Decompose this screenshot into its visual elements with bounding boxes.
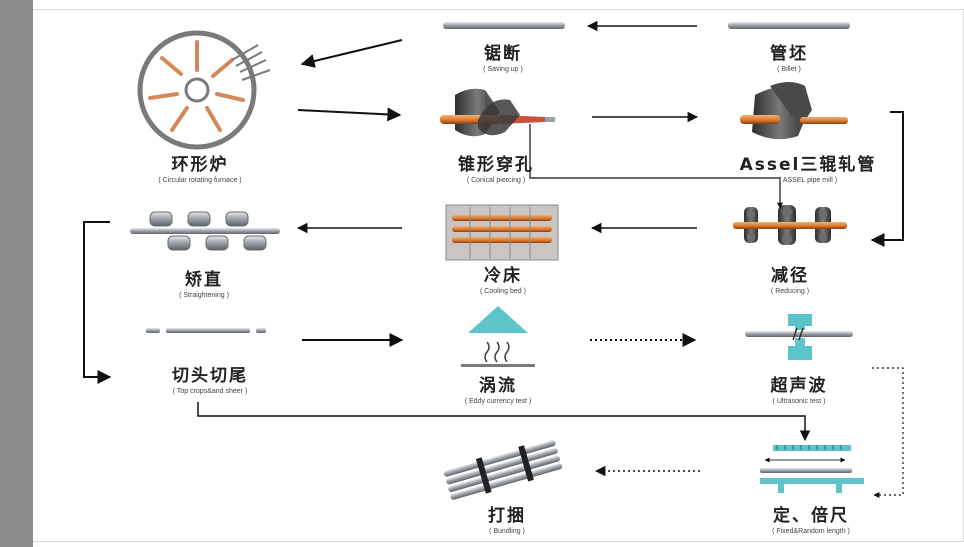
step-piercing-en: ( Conical piercing ) <box>466 177 526 184</box>
step-crop-zh: 切头切尾 <box>172 366 248 386</box>
furnace-image <box>137 30 271 150</box>
step-bundling-en: ( Bundling ) <box>489 528 525 535</box>
step-crop-en: ( Top crops&and sheer ) <box>172 388 248 395</box>
step-billet-en: ( Billet ) <box>777 66 801 73</box>
arrow-piercing-to-reducing <box>529 124 783 209</box>
step-furnace-en: ( Circular rotating furnace ) <box>158 177 242 184</box>
assel-image <box>740 82 848 140</box>
step-straightening: 矫直 ( Straightening ) <box>114 270 294 302</box>
step-sawing-en: ( Saving up ) <box>483 66 523 73</box>
step-assel: Assel三辊轧管 ( ASSEL pipe mill ) <box>708 155 908 187</box>
step-length-en: ( Fixed&Random length ) <box>772 528 850 535</box>
step-furnace-zh: 环形炉 <box>171 155 229 175</box>
cooling-bed-image <box>445 204 559 261</box>
step-ultrasonic-en: ( Ultrasonic test ) <box>772 398 826 405</box>
step-length: 定、倍尺 ( Fixed&Random length ) <box>721 506 901 538</box>
step-assel-zh: Assel三辊轧管 <box>739 155 877 175</box>
step-ultrasonic: 超声波 ( Ultrasonic test ) <box>709 376 889 408</box>
step-straightening-en: ( Straightening ) <box>179 292 229 299</box>
frame-line <box>33 541 964 542</box>
flow-arrows <box>83 20 904 498</box>
arrow-ultrasonic-to-length <box>872 367 904 498</box>
step-eddy-en: ( Eddy currency test ) <box>464 398 532 405</box>
arrow-sawing-to-furnace <box>300 39 403 68</box>
step-cooling: 冷床 ( Cooling bed ) <box>413 266 593 298</box>
step-cooling-en: ( Cooling bed ) <box>480 288 526 295</box>
frame-line <box>33 9 964 10</box>
step-straightening-zh: 矫直 <box>185 270 223 290</box>
step-eddy-zh: 涡流 <box>479 376 517 396</box>
step-assel-en: ( ASSEL pipe mill ) <box>778 177 838 184</box>
arrow-crop-to-length <box>197 402 811 442</box>
step-billet-zh: 管坯 <box>770 44 808 64</box>
left-sidebar <box>0 0 33 547</box>
step-bundling-zh: 打捆 <box>488 506 526 526</box>
piercing-image <box>440 88 555 137</box>
step-furnace: 环形炉 ( Circular rotating furnace ) <box>110 155 290 187</box>
ultrasonic-image <box>745 314 853 360</box>
step-crop: 切头切尾 ( Top crops&and sheer ) <box>120 366 300 398</box>
step-piercing-zh: 锥形穿孔 <box>458 155 534 175</box>
step-sawing: 锯断 ( Saving up ) <box>413 44 593 76</box>
step-cooling-zh: 冷床 <box>484 266 522 286</box>
step-bundling: 打捆 ( Bundling ) <box>417 506 597 538</box>
step-billet: 管坯 ( Billet ) <box>699 44 879 76</box>
step-eddy: 涡流 ( Eddy currency test ) <box>408 376 588 408</box>
straightening-image <box>130 211 280 251</box>
arrow-furnace-to-piercing <box>297 107 402 122</box>
bundling-image <box>443 440 563 500</box>
sawing-image <box>443 22 565 29</box>
reducing-image <box>733 205 847 245</box>
step-ultrasonic-zh: 超声波 <box>770 376 828 396</box>
step-sawing-zh: 锯断 <box>484 44 522 64</box>
step-length-zh: 定、倍尺 <box>773 506 849 526</box>
step-reducing: 减径 ( Reducing ) <box>700 266 880 298</box>
eddy-image <box>461 306 535 367</box>
length-image <box>760 445 864 493</box>
step-reducing-en: ( Reducing ) <box>770 288 810 295</box>
crop-image <box>146 328 266 333</box>
step-reducing-zh: 减径 <box>771 266 809 286</box>
arrow-assel-to-reducing <box>870 111 904 247</box>
arrow-straightening-to-crop <box>83 221 112 384</box>
step-piercing: 锥形穿孔 ( Conical piercing ) <box>406 155 586 187</box>
billet-image <box>728 22 850 29</box>
